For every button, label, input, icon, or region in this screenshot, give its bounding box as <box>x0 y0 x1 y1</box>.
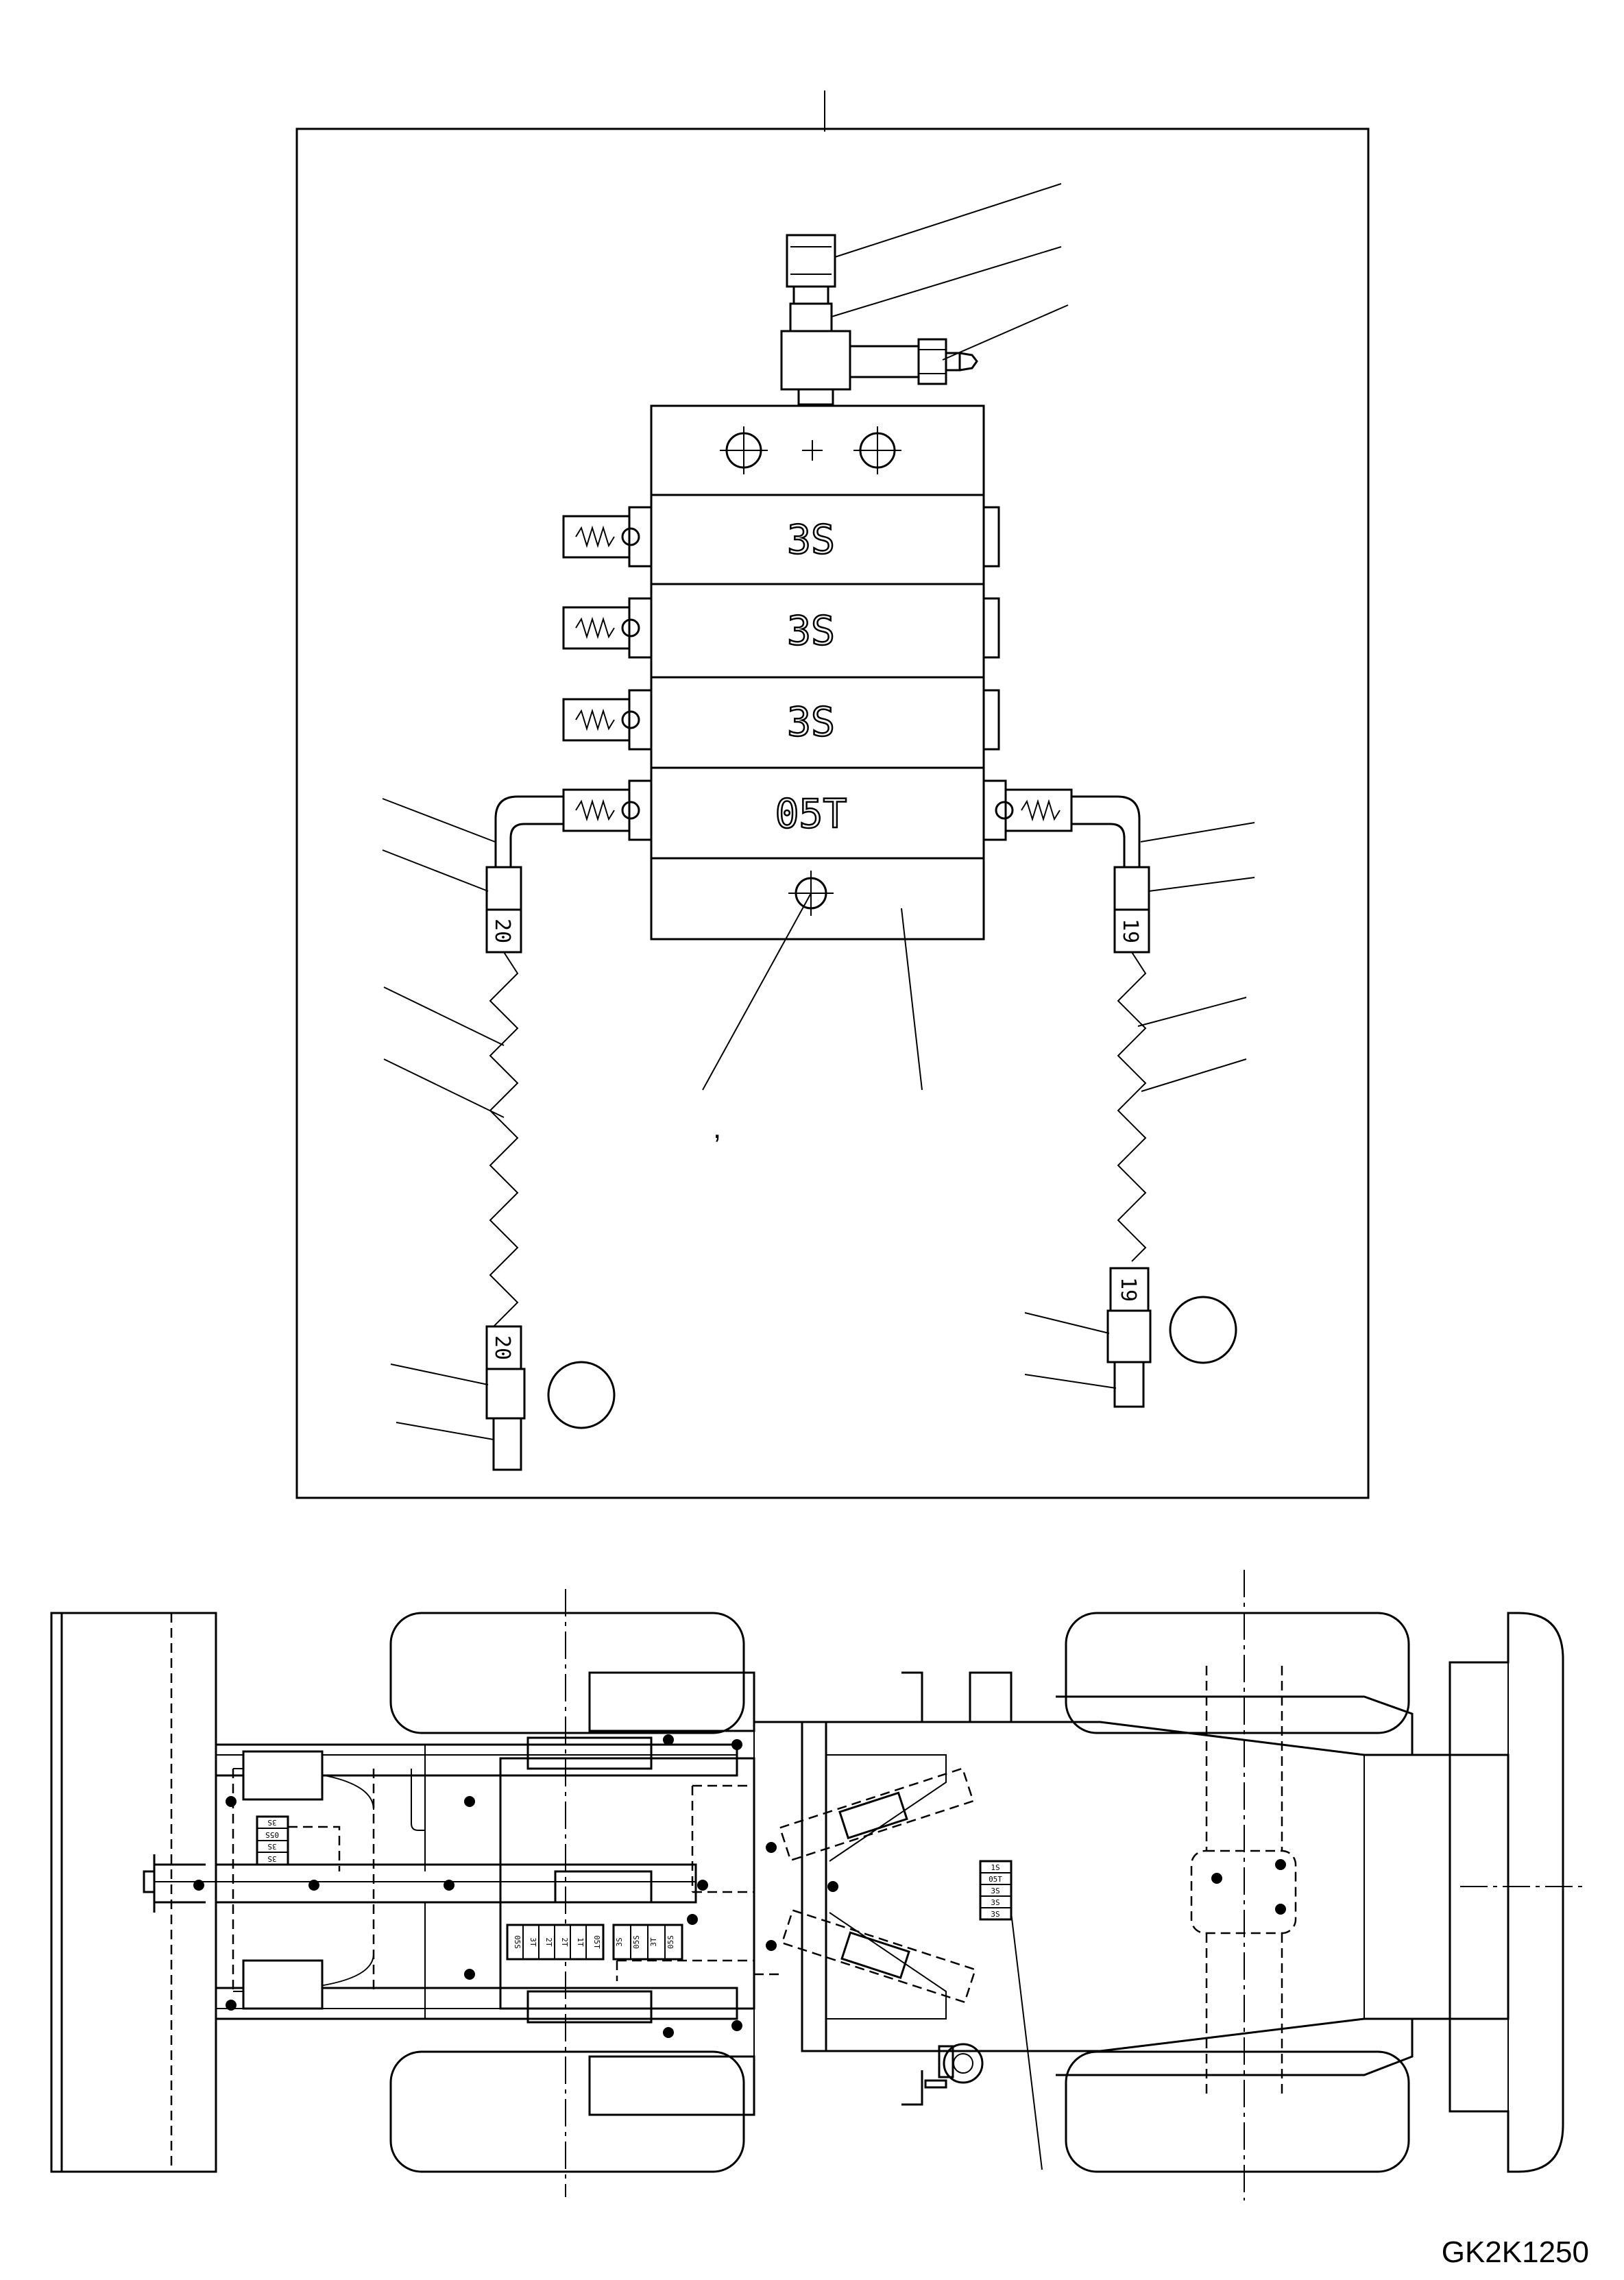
center-manifold-a: 05S 3T 2T 2T 1T 05T <box>506 1924 605 1961</box>
rm-label-4: 3S <box>991 1898 999 1907</box>
cb-label-2: 05S <box>632 1935 641 1949</box>
rear-tire-top <box>1065 1612 1410 1734</box>
lm-label-2: 05S <box>265 1830 279 1839</box>
cb-label-3: 3T <box>649 1937 658 1947</box>
counterweight <box>1449 1612 1564 2173</box>
blade <box>50 1612 217 2173</box>
ca-label-5: 1T <box>576 1937 585 1947</box>
ca-label-2: 3T <box>529 1937 537 1947</box>
check-valve-right <box>982 779 1073 841</box>
rm-label-2: 05T <box>989 1875 1002 1884</box>
lm-label-1: 3S <box>267 1818 276 1827</box>
stray-mark: , <box>713 1111 721 1145</box>
grease-fitting <box>780 234 978 406</box>
lm-label-4: 3S <box>267 1854 276 1863</box>
callout-circle-left <box>547 1361 616 1429</box>
right-hose: 19 19 <box>1071 795 1152 1408</box>
callout-circle-right <box>1169 1296 1237 1364</box>
leader-lines <box>382 798 1255 1440</box>
cb-label-4: 05S <box>666 1935 675 1949</box>
rm-label-1: 1S <box>991 1863 999 1872</box>
check-valves-left <box>562 506 653 841</box>
right-tag-bottom: 19 <box>1116 1277 1140 1302</box>
lm-label-3: 3S <box>267 1842 276 1851</box>
plan-view: 3S 05S 3S 3S 05S 3T 2T 2T 1T 05T 3S 0 <box>50 1570 1584 2200</box>
plugs-right <box>982 506 1000 751</box>
ca-label-1: 05S <box>513 1935 522 1949</box>
right-tag-top: 19 <box>1118 919 1142 943</box>
rear-frame <box>801 1721 1510 2052</box>
left-manifold: 3S 05S 3S 3S <box>256 1815 341 1871</box>
right-manifold: 1S 05T 3S 3S 3S <box>979 1860 1043 2170</box>
detail-frame <box>295 128 1370 1499</box>
grease-points <box>193 1734 1286 2038</box>
left-tag-bottom: 20 <box>490 1335 514 1360</box>
block-label-2: 3S <box>787 607 835 654</box>
rm-label-3: 3S <box>991 1887 999 1895</box>
ca-label-6: 05T <box>592 1935 601 1949</box>
block-label-4: 05T <box>775 790 847 837</box>
drawing-code: GK2K1250 <box>1442 2235 1589 2269</box>
detail-view: 3S 3S 3S 05T 20 <box>295 90 1370 1499</box>
front-tire-bottom <box>389 2050 745 2173</box>
ca-label-3: 2T <box>544 1937 553 1947</box>
left-hose: 20 20 <box>485 795 563 1471</box>
cb-label-1: 3S <box>615 1937 624 1946</box>
ca-label-4: 2T <box>560 1937 569 1947</box>
rear-tire-bottom <box>1065 2050 1410 2173</box>
block-label-1: 3S <box>787 516 835 563</box>
block-label-3: 3S <box>787 699 835 745</box>
center-manifold-b: 3S 05S 3T 05S <box>612 1924 683 1961</box>
distributor-block: 3S 3S 3S 05T <box>650 404 985 941</box>
rm-label-5: 3S <box>991 1910 999 1919</box>
left-tag-top: 20 <box>490 919 514 943</box>
